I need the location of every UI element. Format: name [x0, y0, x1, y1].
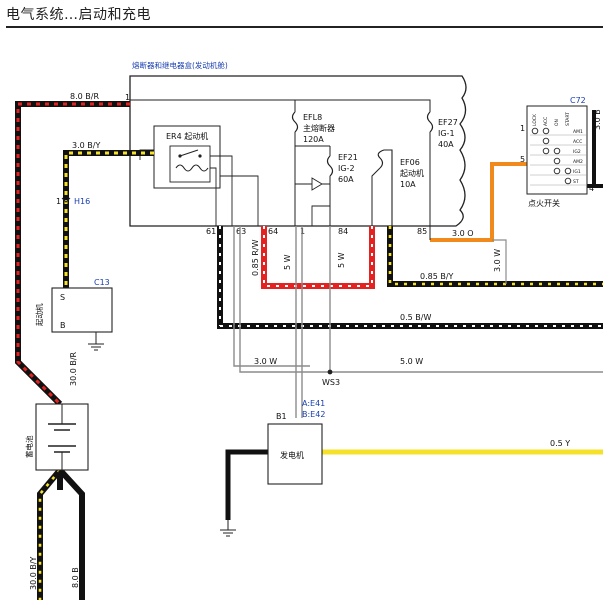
starter-pin-b: B: [60, 321, 66, 330]
fuse-ef21-amp: 60A: [338, 175, 354, 184]
starter-box: [51, 287, 113, 333]
ignition-pin-5: 5: [520, 155, 525, 164]
ignition-col-start: START: [565, 112, 571, 126]
ignition-col-acc: ACC: [543, 117, 549, 126]
fuse-box-pin-top: 1: [125, 93, 130, 102]
fuse-ef27-icon: [426, 111, 434, 133]
fuse-ef27-sub: IG-1: [438, 129, 455, 138]
ignition-contact: [542, 137, 550, 145]
wire-label-30b-y: 30.0 B/Y: [29, 556, 38, 590]
fuse-ef06-icon: [377, 149, 393, 226]
starter-id: C13: [94, 278, 110, 287]
pin-85: 85: [417, 227, 427, 236]
alternator-conn-b: B:E42: [302, 410, 325, 419]
wire-label-3-0-w-v: 3.0 W: [493, 249, 502, 272]
alternator-box: [267, 423, 323, 485]
ignition-contact: [542, 147, 550, 155]
fuse-efl8-id: EFL8: [303, 113, 322, 122]
ignition-pin-1: 1: [520, 124, 525, 133]
wire-label-8-0b: 8.0 B: [71, 567, 80, 588]
wire-label-3-0-w: 3.0 W: [254, 357, 277, 366]
wire-label-3b-y: 3.0 B/Y: [72, 141, 100, 150]
alternator-name: 发电机: [280, 450, 304, 460]
starter-pin-s: S: [60, 293, 65, 302]
ignition-pin-4: 4: [589, 184, 594, 193]
ignition-row-am2: AM2: [573, 159, 583, 165]
wire-label-3-0-o: 3.0 O: [452, 229, 474, 238]
wire-label-3-0b-top: 3.0 B: [593, 109, 602, 130]
fuse-efl8-amp: 120A: [303, 135, 324, 144]
ignition-contact: [553, 147, 561, 155]
wire-label-8b-r: 8.0 B/R: [70, 92, 99, 101]
ignition-contact: [564, 167, 572, 175]
ignition-contact: [553, 167, 561, 175]
ignition-id: C72: [570, 96, 586, 105]
fuse-box-title: 熔断器和继电器盒(发动机舱): [132, 60, 228, 70]
wires: 8.0 B/R 3.0 B/Y 1 H16 0.5 B/W 3.0 W 5.0 …: [15, 92, 603, 600]
connector-h16-pin: 1: [56, 197, 61, 206]
fuse-ef27-id: EF27: [438, 118, 458, 127]
alternator: 发电机 B1 A:E41 B:E42: [220, 399, 325, 537]
battery: 蓄电池: [24, 403, 89, 471]
splice-ws3-label: WS3: [322, 378, 340, 387]
ignition-contact: [542, 127, 550, 135]
ignition-name: 点火开关: [528, 198, 560, 208]
ignition-col-lock: LOCK: [532, 113, 538, 126]
ignition-contact: [564, 177, 572, 185]
wire-label-0-85r-w: 0.85 R/W: [251, 239, 260, 276]
fuse-box-outline: [129, 75, 467, 227]
relay-switch-icon: [179, 149, 199, 157]
alternator-pin-b1: B1: [276, 412, 287, 421]
wire-label-5w-a: 5 W: [283, 254, 292, 270]
pin-63: 63: [236, 227, 246, 236]
wire-label-30b-r: 30.0 B/R: [69, 351, 78, 386]
relay-coil-frame: [169, 145, 211, 183]
pin-64: 64: [268, 227, 278, 236]
fuse-ef06-id: EF06: [400, 158, 420, 167]
wire-label-0-5y: 0.5 Y: [550, 439, 570, 448]
starter-name: 起动机: [34, 303, 44, 326]
ignition-row-am1: AM1: [573, 129, 583, 135]
ignition-row-st: ST: [573, 179, 579, 185]
pin-61: 61: [206, 227, 216, 236]
ground-icon: [88, 343, 104, 351]
ignition-contact: [553, 157, 561, 165]
fuse-ef06-sub: 起动机: [400, 168, 424, 178]
title-rule: [6, 26, 603, 28]
fuse-efl8-sub: 主熔断器: [303, 123, 335, 133]
fuse-ef21-sub: IG-2: [338, 164, 355, 173]
fuse-ef06-amp: 10A: [400, 180, 416, 189]
ignition-row-acc: ACC: [573, 139, 582, 145]
battery-name: 蓄电池: [24, 435, 34, 458]
fuse-ef21-icon: [326, 155, 334, 177]
starter-c13: C13 S B 起动机: [34, 278, 113, 351]
pin-84: 84: [338, 227, 348, 236]
fuse-relay-box: 熔断器和继电器盒(发动机舱) 1 ER4 起动机 EFL8 主熔断器 120A …: [125, 60, 467, 236]
ignition-col-on: ON: [554, 119, 560, 126]
ignition-contact: [531, 127, 539, 135]
fuse-ef21-id: EF21: [338, 153, 358, 162]
fuse-efl8-icon: [291, 111, 299, 133]
relay-coil-icon: [175, 164, 209, 172]
alternator-ground-icon: [220, 529, 236, 537]
wire-label-0-5b-w: 0.5 B/W: [400, 313, 431, 322]
relay-er4-label: ER4 起动机: [166, 131, 208, 141]
alternator-conn-a: A:E41: [302, 399, 325, 408]
wire-label-5-0-w: 5.0 W: [400, 357, 423, 366]
wire-label-0-85b-y: 0.85 B/Y: [420, 272, 454, 281]
relay-er4-box: [153, 125, 221, 189]
splice-ws3: [327, 369, 333, 375]
page-title: 电气系统…启动和充电: [6, 7, 151, 23]
connector-h16: H16: [74, 197, 90, 206]
wire-label-5w-b: 5 W: [337, 252, 346, 268]
fuse-ef27-amp: 40A: [438, 140, 454, 149]
ignition-row-ig2: IG2: [573, 149, 581, 155]
ignition-row-ig1: IG1: [573, 169, 581, 175]
